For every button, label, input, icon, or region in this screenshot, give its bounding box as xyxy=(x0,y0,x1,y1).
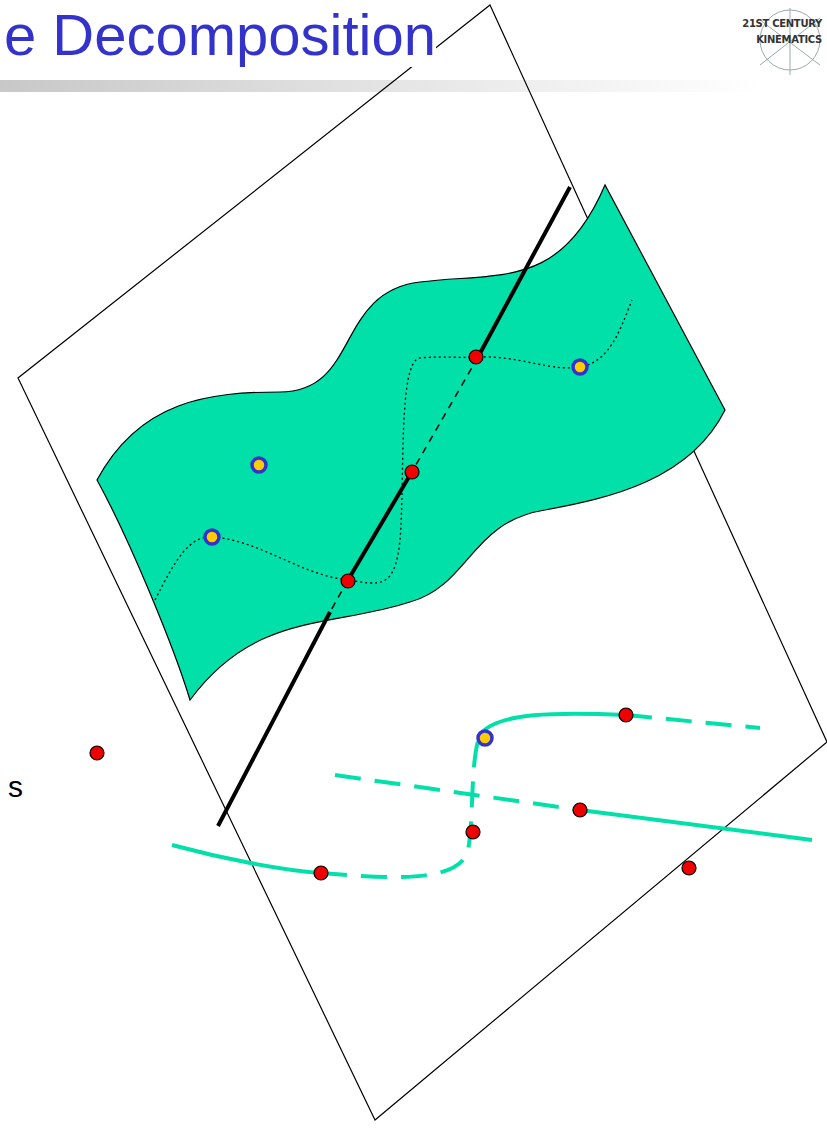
slide-title: e Decomposition xyxy=(4,2,436,67)
logo-text: 21ST CENTURY xyxy=(742,18,822,29)
slide-title-box: e Decomposition xyxy=(4,2,436,69)
title-bar xyxy=(0,80,760,92)
projected-curves xyxy=(172,714,812,878)
logo-text: KINEMATICS xyxy=(756,34,822,45)
surface-sheet xyxy=(97,185,725,700)
critical-points xyxy=(90,350,696,880)
projection-line xyxy=(218,187,570,826)
section-curve xyxy=(155,300,632,600)
cut-off-text: s xyxy=(8,770,23,804)
plane-outline xyxy=(18,5,827,1120)
sample-points xyxy=(205,360,587,745)
